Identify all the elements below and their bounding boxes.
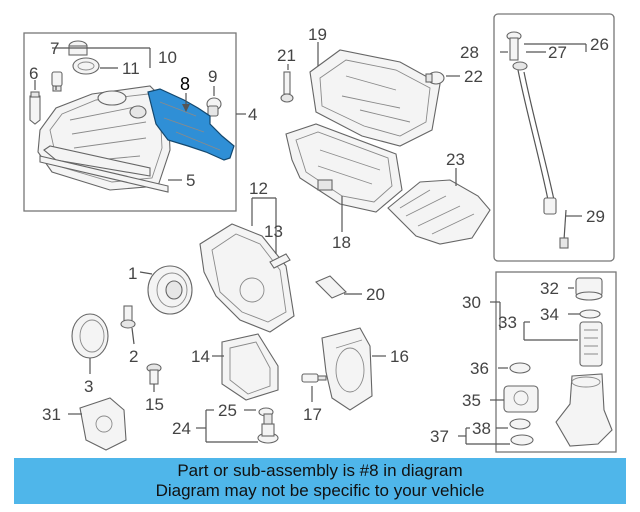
- sender-24-illustration: [257, 407, 279, 444]
- callout-22: 22: [464, 67, 483, 86]
- o-ring-36-illustration: [509, 362, 531, 374]
- label-20-illustration: [315, 275, 347, 299]
- cap-seal-illustration: [72, 57, 100, 75]
- filter-element-33-illustration: [579, 321, 603, 367]
- backing-plate-illustration: [321, 327, 373, 411]
- callout-9: 9: [208, 67, 217, 86]
- callout-30: 30: [462, 293, 481, 312]
- callout-29: 29: [586, 207, 605, 226]
- oil-pan-lower-illustration: [285, 123, 403, 213]
- bracket-31-illustration: [79, 397, 127, 451]
- callout-34: 34: [540, 305, 559, 324]
- callout-10: 10: [158, 48, 177, 67]
- callout-32: 32: [540, 279, 559, 298]
- o-ring-34-illustration: [579, 309, 601, 319]
- bolt-21-illustration: [280, 71, 294, 103]
- parts-diagram: 1 2 3 4 5 6 7 8 9 10 11 12 13 14 15 16 1…: [23, 13, 617, 453]
- filter-housing-illustration: [555, 373, 613, 447]
- drain-plug-22-illustration: [425, 71, 445, 85]
- callout-6: 6: [29, 64, 38, 83]
- callout-27: 27: [548, 43, 567, 62]
- bolt-17-illustration: [301, 373, 327, 383]
- callout-8: 8: [180, 74, 190, 94]
- highlighted-part-8-shield: [147, 88, 235, 161]
- callout-13: 13: [264, 222, 283, 241]
- callout-18: 18: [332, 233, 351, 252]
- info-banner: Part or sub-assembly is #8 in diagram Di…: [14, 458, 626, 504]
- oil-cooler-35-illustration: [503, 385, 539, 413]
- callout-38: 38: [472, 419, 491, 438]
- seal-37-illustration: [510, 434, 534, 446]
- valve-cover-group-box: [23, 32, 237, 212]
- callout-3: 3: [84, 377, 93, 396]
- filter-cap-32-illustration: [575, 277, 603, 301]
- callout-25: 25: [218, 401, 237, 420]
- callout-26: 26: [590, 35, 609, 54]
- callout-28: 28: [460, 43, 479, 62]
- valve-9-illustration: [206, 97, 222, 117]
- callout-16: 16: [390, 347, 409, 366]
- callout-21: 21: [277, 46, 296, 65]
- callout-24: 24: [172, 419, 191, 438]
- callout-20: 20: [366, 285, 385, 304]
- callout-36: 36: [470, 359, 489, 378]
- timing-cover-illustration: [199, 223, 295, 333]
- callout-35: 35: [462, 391, 481, 410]
- seal-38-illustration: [509, 418, 531, 430]
- callout-7: 7: [50, 39, 59, 58]
- callout-12: 12: [249, 179, 268, 198]
- baffle-23-illustration: [387, 179, 491, 245]
- pulley-illustration: [147, 265, 193, 315]
- grommet-7-illustration: [51, 71, 63, 92]
- callout-19: 19: [308, 25, 327, 44]
- callout-2: 2: [129, 347, 138, 366]
- fitting-6-illustration: [29, 91, 41, 125]
- banner-line-2: Diagram may not be specific to your vehi…: [155, 481, 485, 500]
- valve-cover-illustration: [37, 85, 171, 193]
- banner-line-1: Part or sub-assembly is #8 in diagram: [177, 461, 463, 480]
- callout-37: 37: [430, 427, 449, 446]
- callout-5: 5: [186, 171, 195, 190]
- callout-23: 23: [446, 150, 465, 169]
- bolt-13-illustration: [269, 253, 291, 269]
- callout-14: 14: [191, 347, 210, 366]
- dipstick-group-box: [493, 13, 615, 262]
- oil-filter-group-box: [495, 271, 617, 453]
- dipstick-illustration: [506, 31, 569, 249]
- oil-pan-upper-illustration: [309, 49, 441, 147]
- callout-15: 15: [145, 395, 164, 414]
- callout-11: 11: [122, 59, 140, 78]
- callout-1: 1: [128, 264, 137, 283]
- cover-14-illustration: [221, 333, 279, 401]
- bolt-15-illustration: [146, 363, 162, 385]
- seal-3-illustration: [71, 313, 109, 359]
- bolt-2-illustration: [120, 305, 136, 329]
- callout-4: 4: [248, 105, 257, 124]
- callout-33: 33: [498, 313, 517, 332]
- callout-17: 17: [303, 405, 322, 424]
- callout-31: 31: [42, 405, 61, 424]
